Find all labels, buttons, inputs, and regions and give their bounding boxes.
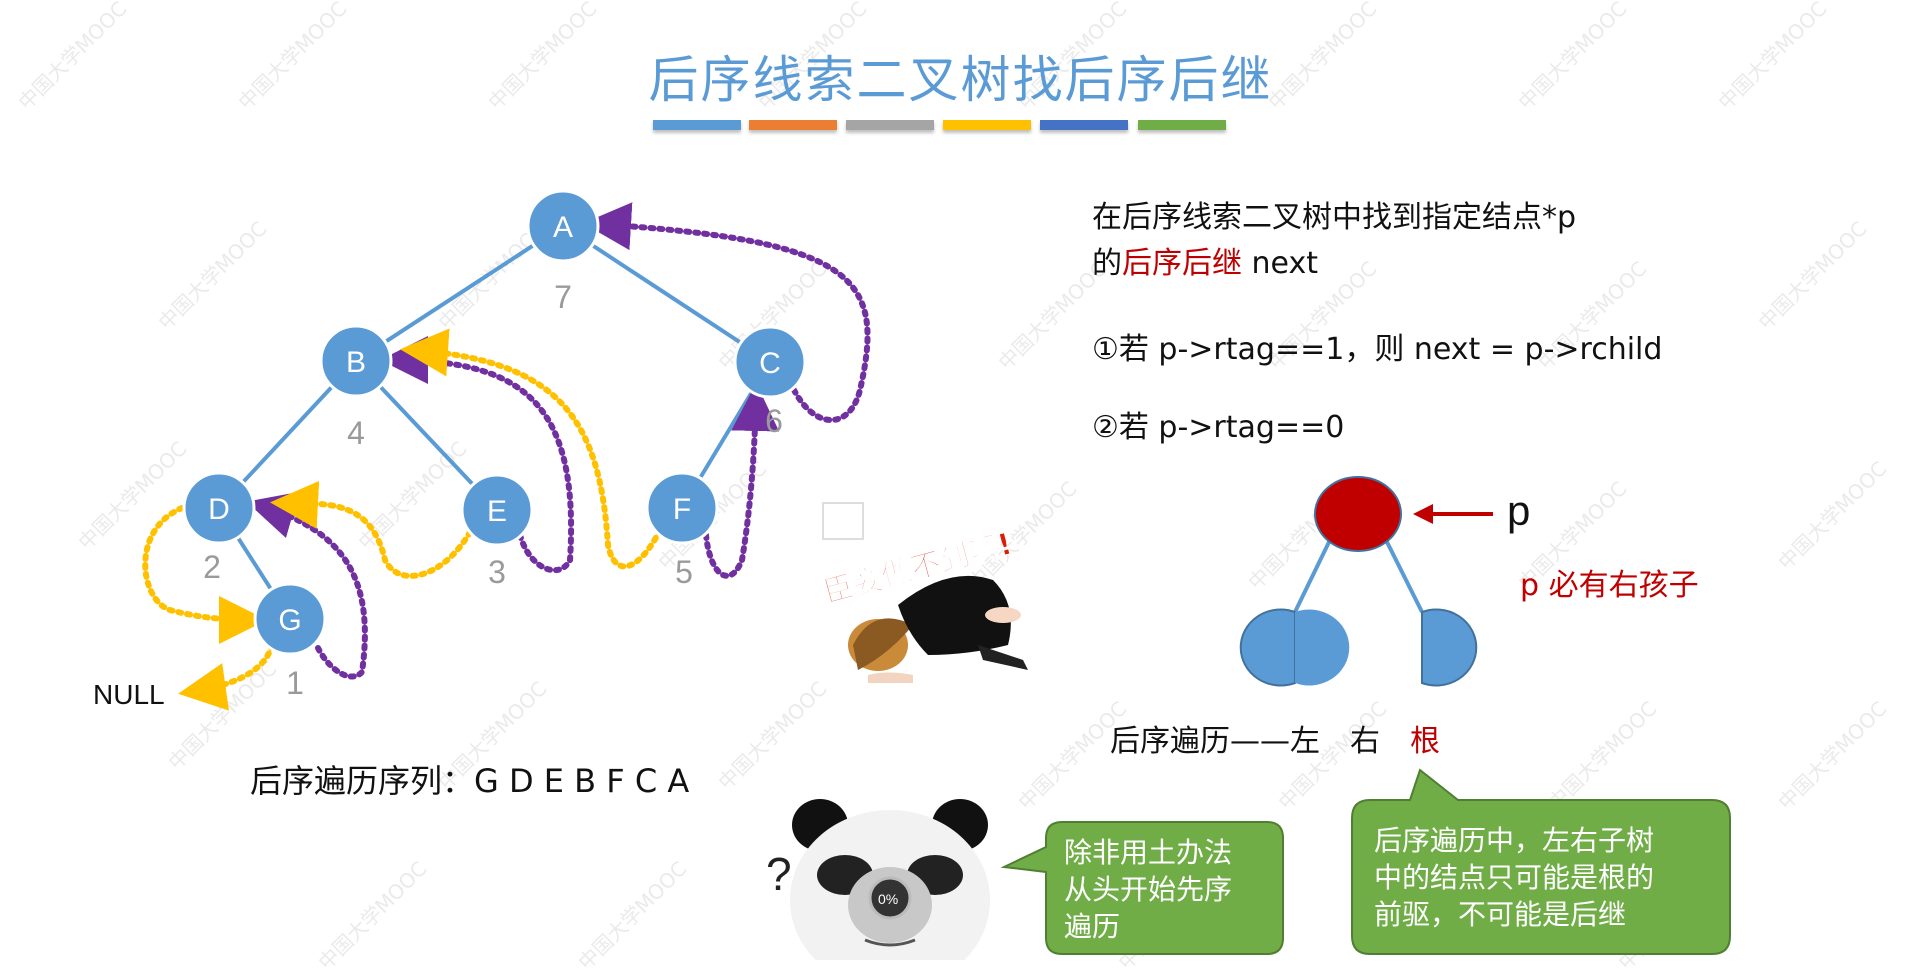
left-subtree-shape bbox=[1239, 608, 1296, 687]
case-2: ②若 p->rtag==0 bbox=[1092, 410, 1345, 445]
thread-f-c bbox=[703, 383, 780, 579]
title-bar-6 bbox=[1138, 120, 1226, 130]
p-right-edge bbox=[1384, 539, 1424, 613]
question-mark: ? bbox=[766, 848, 792, 900]
callout-left-line-3: 遍历 bbox=[1064, 910, 1121, 943]
tree-node-c-label: C bbox=[759, 347, 781, 380]
p-label: p bbox=[1507, 487, 1530, 534]
tree-node-e-label: E bbox=[487, 495, 507, 528]
callout-left-shape bbox=[1000, 821, 1284, 955]
meme-kneeling-image: 臣妾做不到啊! bbox=[818, 495, 1053, 695]
thread-e-d bbox=[270, 480, 473, 579]
desc-line-2-pre: 的 bbox=[1092, 246, 1122, 281]
tree-node-a bbox=[526, 189, 600, 263]
tree-node-g bbox=[253, 582, 327, 656]
tree-nodes: A 7B 4 C 6D 2 E 3 F 5G 1 bbox=[182, 189, 807, 701]
tree-node-b-order: 4 bbox=[347, 415, 365, 451]
callout-right-line-1: 后序遍历中，左右子树 bbox=[1374, 824, 1655, 857]
title-bar-2 bbox=[749, 120, 837, 130]
callout-left-text: 除非用土办法 从头开始先序 遍历 bbox=[1064, 834, 1232, 945]
thread-d-g bbox=[142, 505, 267, 644]
callout-right-line-3: 前驱，不可能是后继 bbox=[1374, 898, 1627, 931]
thread-c-a bbox=[583, 202, 871, 423]
p-left-edge bbox=[1293, 539, 1332, 613]
desc-line-2-post: next bbox=[1242, 246, 1318, 281]
thread-g-null bbox=[178, 642, 275, 711]
thread-arrows bbox=[142, 202, 871, 711]
meme-panda-image: 0% ? bbox=[760, 790, 1000, 960]
null-label: NULL bbox=[93, 679, 165, 710]
left-subtree-shape-b bbox=[1295, 609, 1350, 686]
postorder-sequence: 后序遍历序列：G D E B F C A bbox=[250, 762, 690, 800]
tree-node-b-label: B bbox=[346, 346, 366, 379]
thread-e-b bbox=[380, 336, 574, 574]
tree-node-a-order: 7 bbox=[554, 279, 572, 315]
tree-node-d bbox=[182, 471, 256, 545]
p-node bbox=[1314, 476, 1402, 552]
tree-node-c-order: 6 bbox=[765, 403, 783, 439]
title-bar-5 bbox=[1040, 120, 1128, 130]
p-note: p 必有右孩子 bbox=[1520, 568, 1699, 603]
p-diagram: p bbox=[1239, 476, 1530, 687]
desc-line-2-red: 后序后继 bbox=[1122, 246, 1242, 281]
edge-a-b bbox=[354, 224, 565, 363]
panda-face-icon: 0% ? bbox=[766, 799, 990, 960]
desc-line-1: 在后序线索二叉树中找到指定结点*p bbox=[1092, 200, 1577, 235]
tree-node-a-label: A bbox=[553, 211, 573, 244]
tree-node-f-order: 5 bbox=[675, 554, 693, 590]
panda-progress: 0% bbox=[878, 891, 898, 907]
callout-right-shape bbox=[1351, 768, 1731, 955]
case-1: ①若 p->rtag==1，则 next = p->rchild bbox=[1092, 332, 1663, 367]
tree-node-c bbox=[733, 325, 807, 399]
desc-line-2: 的后序后继 next bbox=[1092, 238, 1318, 282]
kneeling-figure-icon: 臣妾做不到啊! bbox=[819, 502, 1028, 683]
callout-right-line-2: 中的结点只可能是根的 bbox=[1374, 861, 1655, 894]
tree-node-d-label: D bbox=[208, 493, 230, 526]
tree-node-f-label: F bbox=[673, 493, 691, 526]
tree-node-d-order: 2 bbox=[203, 549, 221, 585]
edge-a-c bbox=[561, 224, 772, 364]
traversal-rule-pre: 后序遍历——左 右 bbox=[1110, 724, 1410, 759]
title-bar-1 bbox=[653, 120, 741, 130]
thread-f-b bbox=[400, 328, 663, 570]
slide-title: 后序线索二叉树找后序后继 bbox=[648, 51, 1273, 109]
traversal-rule-root: 根 bbox=[1410, 724, 1440, 759]
tree-node-g-order: 1 bbox=[286, 665, 304, 701]
title-bar-3 bbox=[846, 120, 934, 130]
tree-node-g-label: G bbox=[278, 604, 301, 637]
title-bar-4 bbox=[943, 120, 1031, 130]
traversal-rule: 后序遍历——左 右 根 bbox=[1110, 716, 1440, 760]
callout-left-line-2: 从头开始先序 bbox=[1064, 873, 1233, 906]
right-subtree-shape bbox=[1421, 608, 1478, 687]
callout-right-text: 后序遍历中，左右子树 中的结点只可能是根的 前驱，不可能是后继 bbox=[1374, 822, 1654, 933]
tree-node-e-order: 3 bbox=[488, 554, 506, 590]
tree-node-b bbox=[319, 324, 393, 398]
callout-left-line-1: 除非用土办法 bbox=[1064, 836, 1233, 869]
tree-node-e bbox=[460, 473, 534, 547]
tree-node-f bbox=[645, 471, 719, 545]
